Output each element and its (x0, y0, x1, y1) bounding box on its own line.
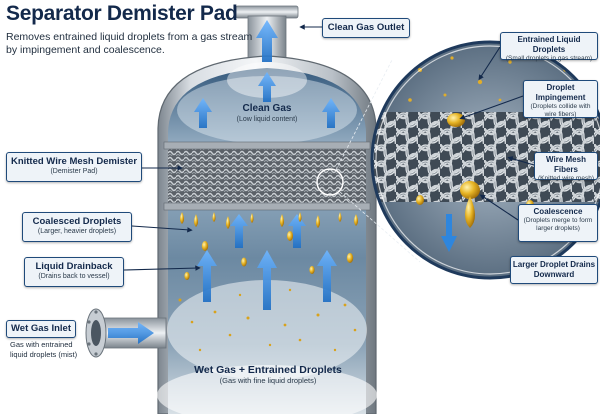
knitted-mesh-title: Knitted Wire Mesh Demister (10, 156, 138, 167)
label-knitted-mesh: Knitted Wire Mesh Demister (Demister Pad… (6, 152, 142, 182)
leader-lines (123, 24, 535, 271)
gas-flow-arrows (108, 20, 340, 344)
clean-gas-outlet-text: Clean Gas Outlet (327, 22, 405, 33)
larger-droplet-title: Larger Droplet Drains Downward (512, 260, 596, 279)
liquid-drainback-title: Liquid Drainback (35, 261, 113, 272)
wet-gas-inlet-title: Wet Gas Inlet (10, 323, 71, 334)
page-subtitle: Removes entrained liquid droplets from a… (6, 31, 253, 56)
droplet-impingement-title: Droplet Impingement (535, 83, 586, 102)
entrained-liquid-title: Entrained Liquid Droplets (517, 35, 581, 54)
label-clean-gas-outlet: Clean Gas Outlet (322, 18, 410, 38)
label-entrained-liquid: Entrained Liquid Droplets (Small droplet… (500, 32, 598, 62)
clean-gas-title: Clean Gas (242, 103, 292, 114)
wire-mesh-fibers-title: Wire Mesh Fibers (546, 155, 586, 174)
wire-mesh-fibers-detail: (Knitted wire mesh) (538, 175, 594, 182)
label-clean-gas: Clean Gas (Low liquid content) (224, 103, 310, 125)
knitted-mesh-detail: (Demister Pad) (50, 168, 98, 175)
coalesced-droplets-title: Coalesced Droplets (32, 216, 122, 227)
wet-gas-inlet-detail: Gas with entrained liquid droplets (mist… (10, 340, 78, 359)
label-coalescence: Coalescence (Droplets merge to form larg… (518, 204, 598, 242)
fine-droplets (178, 288, 357, 352)
wet-gas-entrained-title: Wet Gas + Entrained Droplets (194, 364, 342, 376)
demister-pad (168, 146, 366, 206)
coalescence-title: Coalescence (533, 207, 583, 216)
magnifier-ring (316, 168, 344, 196)
coalesced-droplets (180, 212, 358, 280)
label-coalesced-droplets: Coalesced Droplets (Larger, heavier drop… (22, 212, 132, 242)
large-droplet (465, 196, 475, 228)
coalesced-droplets-detail: (Larger, heavier droplets) (37, 228, 117, 235)
coalescence-detail: (Droplets merge to form larger droplets) (523, 217, 593, 232)
label-wire-mesh-fibers: Wire Mesh Fibers (Knitted wire mesh) (534, 152, 598, 182)
wet-gas-entrained-detail: (Gas with fine liquid droplets) (219, 376, 317, 385)
liquid-drainback-detail: (Drains back to vessel) (38, 273, 110, 280)
label-wet-gas-inlet: Wet Gas Inlet (6, 320, 76, 338)
label-larger-droplet: Larger Droplet Drains Downward (510, 256, 598, 284)
label-droplet-impingement: Droplet Impingement (Droplets collide wi… (523, 80, 598, 118)
page-title: Separator Demister Pad (6, 2, 238, 25)
label-wet-gas-entrained: Wet Gas + Entrained Droplets (Gas with f… (190, 364, 346, 386)
clean-gas-detail: (Low liquid content) (236, 116, 298, 123)
entrained-liquid-detail: (Small droplets in gas stream) (505, 55, 593, 62)
droplet-impingement-detail: (Droplets collide with wire fibers) (530, 103, 591, 118)
label-liquid-drainback: Liquid Drainback (Drains back to vessel) (24, 257, 124, 287)
